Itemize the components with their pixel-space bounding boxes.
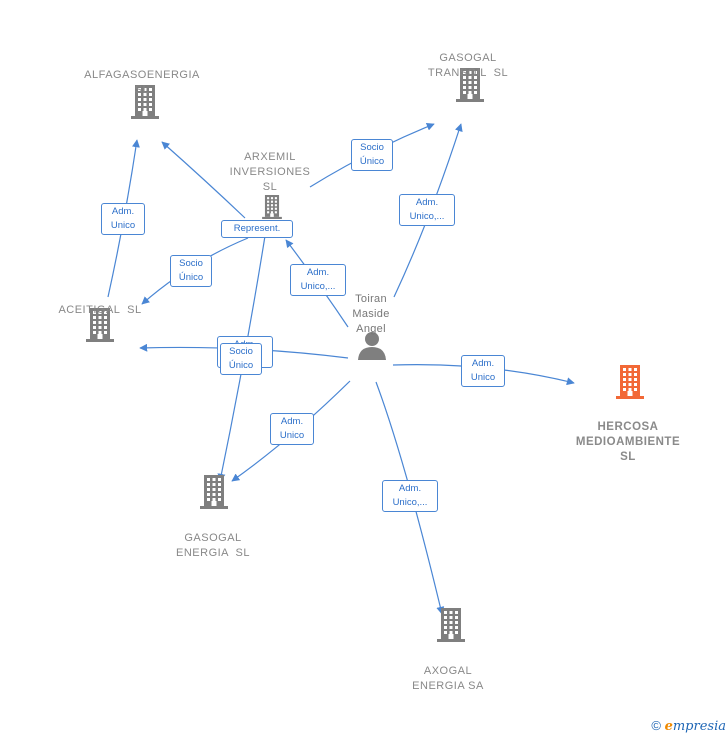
node-label-aceitigal[interactable]: ACEITIGAL SL (58, 304, 142, 316)
building-icon-aceitigal[interactable] (86, 308, 114, 347)
building-icon-arxemil[interactable] (261, 195, 283, 224)
edge-label-e-per-gas[interactable]: Adm. Unico (270, 413, 314, 445)
node-label-alfagas[interactable]: ALFAGASOENERGIA SL (84, 69, 200, 96)
edge-label-e-arx-ace[interactable]: Socio Único (170, 255, 212, 287)
node-label-axogal[interactable]: AXOGAL ENERGIA SA (412, 665, 484, 692)
node-label-gasogal-energia[interactable]: GASOGAL ENERGIA SL (176, 532, 250, 559)
edge-label-e-per-trans[interactable]: Adm. Unico,... (399, 194, 455, 226)
building-icon-gasogal-energia[interactable] (200, 475, 228, 514)
building-icon-alfagas[interactable] (131, 85, 159, 124)
building-icon-axogal[interactable] (437, 608, 465, 647)
edge-label-e-arx-gas[interactable]: Socio Único (220, 343, 262, 375)
edge-label-e-per-herc[interactable]: Adm. Unico (461, 355, 505, 387)
footer-brand[interactable]: © empresia (651, 718, 726, 734)
building-icon-hercosa[interactable] (616, 365, 644, 404)
node-label-arxemil[interactable]: ARXEMIL INVERSIONES SL (229, 151, 311, 193)
copyright-symbol: © (651, 718, 661, 733)
edge-label-e-per-axo[interactable]: Adm. Unico,... (382, 480, 438, 512)
person-icon[interactable] (357, 330, 387, 365)
edge-label-e-arx-alfa[interactable]: Represent. (221, 220, 293, 238)
building-icon-gasogal-transoil[interactable] (456, 68, 484, 107)
node-label-hercosa[interactable]: HERCOSA MEDIOAMBIENTE SL (575, 421, 681, 463)
edge-label-e-per-arx[interactable]: Adm. Unico,... (290, 264, 346, 296)
empresia-logo: empresia (664, 719, 726, 734)
node-label-gasogal-transoil[interactable]: GASOGAL TRANSOIL SL (427, 52, 509, 79)
edge-label-e-arx-trans[interactable]: Socio Único (351, 139, 393, 171)
edge-e-arx-alfa (161, 141, 246, 219)
edge-label-e-ace-alfa[interactable]: Adm. Unico (101, 203, 145, 235)
node-label-person[interactable]: Toiran Maside Angel (352, 293, 390, 335)
edge-e-per-axo (375, 381, 445, 615)
